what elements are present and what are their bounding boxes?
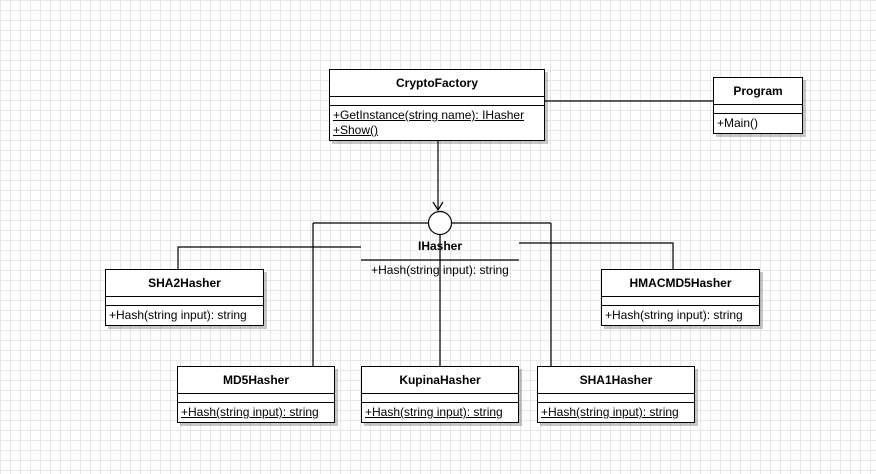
operation: +Hash(string input): string	[365, 405, 503, 419]
class-name: Program	[714, 78, 802, 105]
class-name: SHA1Hasher	[538, 367, 694, 394]
interface-lollipop-icon	[427, 210, 453, 236]
realization-line-hmacmd5	[519, 242, 674, 269]
dependency-arrowhead	[432, 201, 444, 212]
attributes-compartment	[602, 297, 759, 306]
operation: +Hash(string input): string	[605, 308, 743, 322]
class-hmacmd5-hasher[interactable]: HMACMD5Hasher +Hash(string input): strin…	[601, 269, 760, 326]
operation: +Hash(string input): string	[109, 308, 247, 322]
operation: +Hash(string input): string	[181, 405, 319, 419]
class-sha1-hasher[interactable]: SHA1Hasher +Hash(string input): string	[537, 366, 695, 423]
class-name: HMACMD5Hasher	[602, 270, 759, 297]
operation: +Hash(string input): string	[541, 405, 679, 419]
class-name: CryptoFactory	[330, 70, 544, 97]
attributes-compartment	[330, 97, 544, 106]
operations-compartment: +Hash(string input): string	[538, 403, 694, 422]
attributes-compartment	[362, 394, 518, 403]
operations-compartment: +GetInstance(string name): IHasher +Show…	[330, 106, 544, 140]
realization-line-sha2	[177, 246, 361, 269]
class-kupina-hasher[interactable]: KupinaHasher +Hash(string input): string	[361, 366, 519, 423]
class-name: MD5Hasher	[178, 367, 334, 394]
operations-compartment: +Hash(string input): string	[178, 403, 334, 422]
attributes-compartment	[106, 297, 263, 306]
operation: +GetInstance(string name): IHasher	[333, 108, 525, 122]
class-program[interactable]: Program +Main()	[713, 77, 803, 134]
class-name: SHA2Hasher	[106, 270, 263, 297]
interface-operation: +Hash(string input): string	[371, 263, 509, 277]
class-crypto-factory[interactable]: CryptoFactory +GetInstance(string name):…	[329, 69, 545, 141]
operations-compartment: +Hash(string input): string	[106, 306, 263, 325]
operations-compartment: +Hash(string input): string	[602, 306, 759, 325]
class-md5-hasher[interactable]: MD5Hasher +Hash(string input): string	[177, 366, 335, 423]
attributes-compartment	[178, 394, 334, 403]
class-name: KupinaHasher	[362, 367, 518, 394]
operation: +Show()	[333, 123, 379, 137]
interface-name[interactable]: IHasher	[417, 239, 463, 253]
operations-compartment: +Main()	[714, 114, 802, 133]
class-sha2-hasher[interactable]: SHA2Hasher +Hash(string input): string	[105, 269, 264, 326]
attributes-compartment	[538, 394, 694, 403]
operation: +Main()	[717, 116, 759, 130]
attributes-compartment	[714, 105, 802, 114]
operations-compartment: +Hash(string input): string	[362, 403, 518, 422]
